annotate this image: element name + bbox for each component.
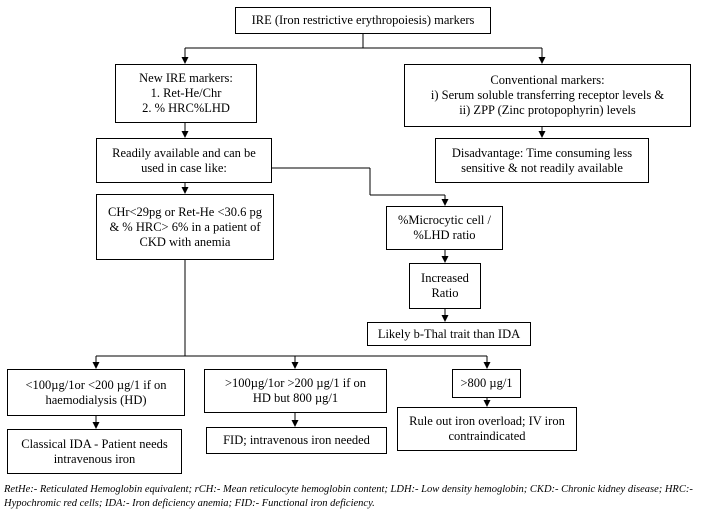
ferritin-mid-box: >100µg/1or >200 µg/1 if on HD but 800 µg…	[204, 369, 387, 413]
increased-ratio-box: Increased Ratio	[409, 263, 481, 309]
chr-condition-line-1: CHr<29pg or Ret-He <30.6 pg	[107, 204, 262, 219]
increased-line-2: Ratio	[431, 286, 459, 300]
ferritin-low-line-1: <100µg/1or <200 µg/1 if on	[25, 377, 167, 392]
classical-ida-box: Classical IDA - Patient needs intravenou…	[7, 429, 182, 474]
disadvantage-line-2: sensitive & not readily available	[461, 160, 623, 175]
readily-available-line-1: Readily available and can be	[112, 145, 256, 160]
ferritin-low-box: <100µg/1or <200 µg/1 if on haemodialysis…	[7, 369, 185, 416]
chr-condition-line-3: CKD with anemia	[139, 234, 231, 249]
disadvantage-box: Disadvantage: Time consuming less sensit…	[435, 138, 649, 183]
fid-box: FID; intravenous iron needed	[206, 427, 387, 454]
overload-line-2: contraindicated	[448, 429, 526, 443]
title-text: IRE (Iron restrictive erythropoiesis) ma…	[251, 13, 475, 27]
thal-text: Likely b-Thal trait than IDA	[377, 326, 521, 341]
ferritin-low-line-2: haemodialysis (HD)	[45, 392, 147, 407]
new-markers-box: New IRE markers: 1. Ret-He/Chr 2. % HRC%…	[115, 64, 257, 123]
classical-ida-line-1: Classical IDA - Patient needs	[21, 436, 168, 451]
conventional-line-1: Conventional markers:	[490, 73, 605, 87]
overload-line-1: Rule out iron overload; IV iron	[409, 414, 565, 428]
new-markers-line-3: 2. % HRC%LHD	[142, 101, 230, 115]
abbreviations-footnote: RetHe:- Reticulated Hemoglobin equivalen…	[4, 484, 693, 509]
thal-trait-box: Likely b-Thal trait than IDA	[367, 322, 531, 346]
microcytic-ratio-box: %Microcytic cell / %LHD ratio	[386, 206, 503, 250]
ferritin-high-box: >800 µg/1	[452, 369, 521, 398]
ferritin-high-text: >800 µg/1	[460, 376, 513, 390]
conventional-line-3: ii) ZPP (Zinc protopophyrin) levels	[459, 103, 636, 117]
disadvantage-line-1: Disadvantage: Time consuming less	[451, 145, 633, 160]
increased-line-1: Increased	[421, 271, 469, 285]
new-markers-line-1: New IRE markers:	[139, 71, 233, 85]
microcytic-line-1: %Microcytic cell /	[397, 213, 492, 227]
title-box: IRE (Iron restrictive erythropoiesis) ma…	[235, 7, 491, 34]
new-markers-line-2: 1. Ret-He/Chr	[150, 86, 222, 100]
ferritin-mid-line-1: >100µg/1or >200 µg/1 if on	[225, 376, 366, 390]
fid-text: FID; intravenous iron needed	[223, 433, 370, 447]
conventional-markers-box: Conventional markers: i) Serum soluble t…	[404, 64, 691, 127]
iron-overload-box: Rule out iron overload; IV iron contrain…	[397, 407, 577, 451]
readily-available-box: Readily available and can be used in cas…	[96, 138, 272, 183]
classical-ida-line-2: intravenous iron	[53, 451, 136, 466]
microcytic-line-2: %LHD ratio	[413, 228, 476, 242]
ferritin-mid-line-2: HD but 800 µg/1	[252, 391, 339, 405]
readily-available-line-2: used in case like:	[141, 160, 227, 175]
conventional-line-2: i) Serum soluble transferring receptor l…	[430, 88, 665, 102]
chr-condition-line-2: & % HRC> 6% in a patient of	[109, 219, 261, 234]
chr-condition-box: CHr<29pg or Ret-He <30.6 pg & % HRC> 6% …	[96, 194, 274, 260]
